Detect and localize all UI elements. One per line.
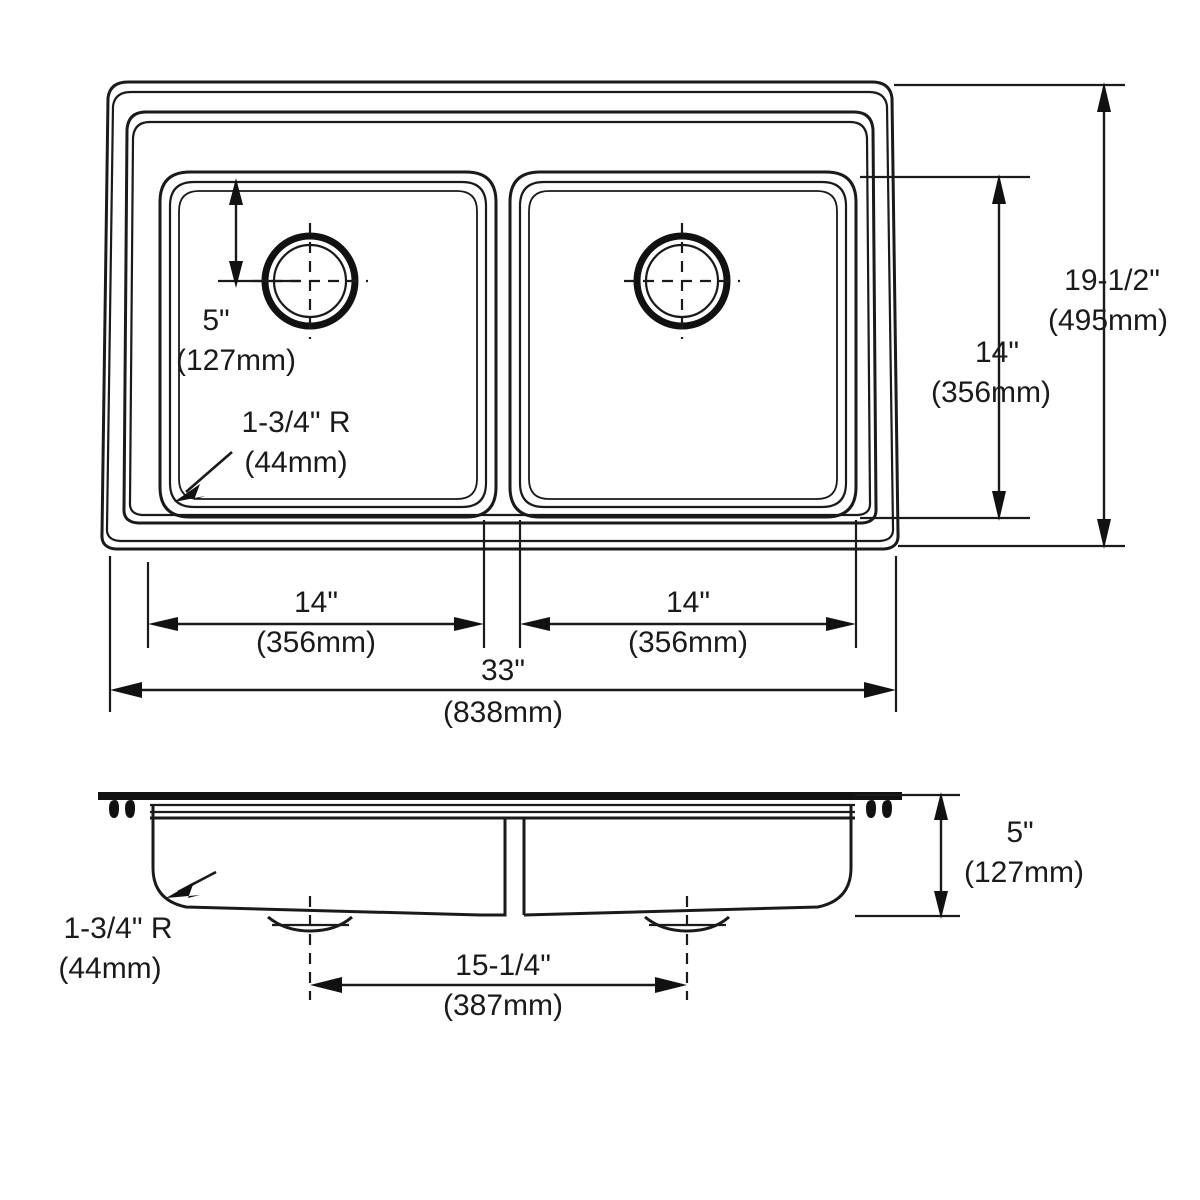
overall-height-arrow-top	[1097, 82, 1111, 112]
section-mounting-clip-left-b	[125, 800, 135, 818]
drain-spacing-metric-label: (387mm)	[443, 989, 563, 1022]
overall-width-metric-label: (838mm)	[443, 696, 563, 729]
bowl-depth-arrow-bottom	[934, 891, 948, 919]
section-radius-imperial-label: 1-3/4" R	[63, 912, 172, 945]
section-deck-top-plate	[98, 792, 902, 800]
left-bowl-width-metric-label: (356mm)	[256, 626, 376, 659]
overall-height-metric-label: (495mm)	[1048, 304, 1168, 337]
section-radius-metric-label: (44mm)	[58, 952, 161, 985]
left-bowl-width-imperial-label: 14"	[294, 586, 338, 619]
drain-spacing-arrow-left	[310, 977, 342, 993]
rim-outer	[122, 110, 878, 525]
left-bowl-opening-inner	[168, 180, 488, 509]
section-mounting-clip-right-a	[866, 800, 876, 818]
right-bowl-width-imperial-label: 14"	[666, 586, 710, 619]
deck-outer-edge-inner-offset	[105, 90, 895, 543]
section-view-group: 1-3/4" R (44mm) 15-1/4" (387mm) 5" (127m…	[58, 792, 1084, 1022]
drain-offset-imperial-label: 5"	[202, 304, 229, 337]
section-radius-arrowhead	[166, 882, 200, 898]
section-mounting-clip-right-b	[882, 800, 892, 818]
bowl-height-imperial-label: 14"	[975, 336, 1019, 369]
deck-outer-edge	[100, 80, 900, 551]
right-bowl-opening-inner	[518, 180, 848, 509]
left-bowl-width-arrow-right	[454, 617, 484, 631]
section-left-bowl-profile	[151, 805, 507, 917]
bowl-depth-arrow-top	[934, 792, 948, 820]
bowl-height-arrow-bottom	[992, 491, 1006, 521]
bowl-depth-metric-label: (127mm)	[964, 856, 1084, 889]
bowl-height-arrow-top	[992, 174, 1006, 204]
plan-radius-arrowhead	[174, 484, 205, 502]
bowl-height-metric-label: (356mm)	[931, 376, 1051, 409]
overall-width-imperial-label: 33"	[481, 654, 525, 687]
overall-height-arrow-bottom	[1097, 519, 1111, 549]
right-bowl-width-metric-label: (356mm)	[628, 626, 748, 659]
overall-height-imperial-label: 19-1/2"	[1064, 264, 1160, 297]
bowl-depth-imperial-label: 5"	[1006, 816, 1033, 849]
left-bowl-base-outline	[178, 190, 478, 500]
left-bowl-width-arrow-left	[148, 617, 178, 631]
right-bowl-opening-outer	[508, 170, 858, 519]
overall-width-arrow-right	[864, 682, 896, 698]
drain-spacing-imperial-label: 15-1/4"	[455, 949, 551, 982]
plan-radius-imperial-label: 1-3/4" R	[241, 406, 350, 439]
right-bowl-base-outline	[528, 190, 838, 500]
drain-offset-arrow-down	[229, 261, 243, 288]
drain-offset-metric-label: (127mm)	[176, 344, 296, 377]
plan-radius-leader-line	[185, 451, 233, 493]
section-mounting-clip-left-a	[109, 800, 119, 818]
right-bowl-width-arrow-left	[520, 617, 550, 631]
right-bowl-width-arrow-right	[826, 617, 856, 631]
drain-spacing-arrow-right	[655, 977, 687, 993]
plan-radius-metric-label: (44mm)	[244, 446, 347, 479]
left-bowl-opening-outer	[158, 170, 498, 519]
plan-view-group: 5" (127mm) 1-3/4" R (44mm) 19-1/2" (495m…	[100, 80, 1168, 729]
rim-inner	[128, 120, 872, 517]
section-right-bowl-profile	[523, 805, 853, 917]
drain-offset-arrow-up	[229, 178, 243, 205]
overall-width-arrow-left	[110, 682, 142, 698]
